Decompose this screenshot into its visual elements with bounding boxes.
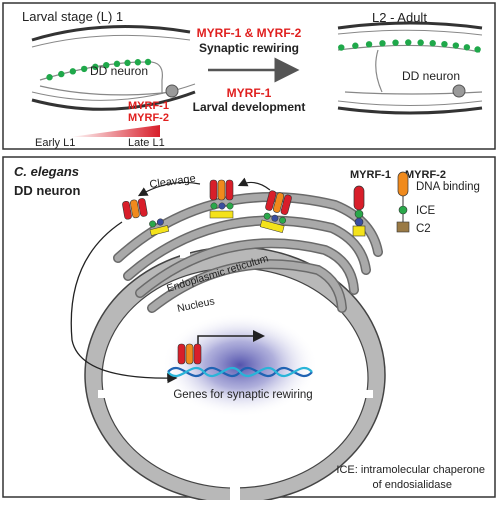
myrf-cleaved-cterm bbox=[149, 218, 170, 236]
right-worm-schematic bbox=[337, 21, 483, 115]
er-transport-arrow bbox=[237, 177, 271, 191]
myrf-nuclear-trimer bbox=[177, 343, 202, 365]
synapse-dot bbox=[405, 39, 412, 46]
synapse-dot bbox=[365, 41, 373, 48]
endoplasmic-reticulum bbox=[113, 192, 383, 313]
myrf-cleaved-nterm bbox=[122, 198, 148, 220]
right-stage-title: L2 - Adult bbox=[372, 10, 427, 25]
synapse-dot bbox=[452, 42, 460, 49]
dd-neuron-right-label: DD neuron bbox=[402, 69, 460, 83]
gradient-label-myrf2: MYRF-2 bbox=[128, 112, 169, 124]
cleavage-arrow bbox=[137, 181, 201, 197]
ice-footnote-line1: ICE: intramolecular chaperone bbox=[336, 464, 485, 476]
legend-dna-binding: DNA binding bbox=[416, 181, 480, 193]
synapse-dot bbox=[338, 44, 345, 51]
legend-myrf1-title: MYRF-1 bbox=[350, 169, 391, 181]
legend-ice: ICE bbox=[416, 205, 436, 217]
synapse-dot bbox=[417, 39, 424, 46]
synapse-dot bbox=[474, 46, 481, 53]
late-l1-label: Late L1 bbox=[128, 137, 165, 149]
synapse-dot bbox=[379, 40, 386, 47]
organism-label: C. elegans bbox=[14, 164, 79, 179]
synapse-dot bbox=[92, 63, 99, 71]
synapse-dot bbox=[124, 59, 131, 67]
synapse-dots-right bbox=[338, 39, 481, 53]
center-larval-development: Larval development bbox=[193, 100, 306, 114]
legend-c2: C2 bbox=[416, 223, 431, 235]
top-panel-frame bbox=[2, 2, 496, 150]
synapse-dot bbox=[463, 44, 471, 51]
legend-myrf2-glyph bbox=[396, 171, 410, 233]
early-l1-label: Early L1 bbox=[35, 137, 75, 149]
expression-gradient-bar bbox=[70, 125, 160, 137]
legend-myrf1-glyph bbox=[352, 185, 366, 237]
synapse-dot bbox=[69, 68, 77, 75]
dd-neuron-left-label: DD neuron bbox=[90, 64, 148, 78]
synapse-dot bbox=[58, 70, 65, 78]
nuclear-import-arrow bbox=[70, 221, 178, 384]
synapse-dot bbox=[441, 40, 448, 48]
synapse-dot bbox=[46, 74, 53, 81]
synapse-dot bbox=[429, 40, 436, 47]
left-stage-title: Larval stage (L) 1 bbox=[22, 9, 123, 24]
dna-helix bbox=[167, 366, 313, 378]
synapse-dot bbox=[103, 61, 110, 69]
genes-label: Genes for synaptic rewiring bbox=[173, 389, 312, 401]
synapse-dot bbox=[80, 65, 88, 73]
synapse-dot bbox=[392, 39, 399, 46]
legend-myrf2-title: MYRF-2 bbox=[405, 169, 446, 181]
ice-footnote-line2: of endosialidase bbox=[372, 479, 452, 491]
cell-type-label: DD neuron bbox=[14, 183, 81, 198]
synapse-dot bbox=[144, 58, 152, 66]
synapse-dot bbox=[352, 42, 359, 49]
synapse-dot bbox=[113, 60, 121, 68]
center-myrf1: MYRF-1 bbox=[227, 86, 272, 100]
chromatin-glow bbox=[162, 313, 318, 417]
center-myrf-pair: MYRF-1 & MYRF-2 bbox=[197, 26, 302, 40]
gradient-label-myrf1: MYRF-1 bbox=[128, 100, 169, 112]
center-synaptic-rewiring: Synaptic rewiring bbox=[199, 41, 299, 55]
synapse-dot bbox=[134, 59, 142, 66]
myrf-trimer-er-top bbox=[209, 179, 234, 219]
myrf-trimer-er-right bbox=[259, 190, 292, 233]
synapse-dots-left bbox=[46, 58, 152, 81]
